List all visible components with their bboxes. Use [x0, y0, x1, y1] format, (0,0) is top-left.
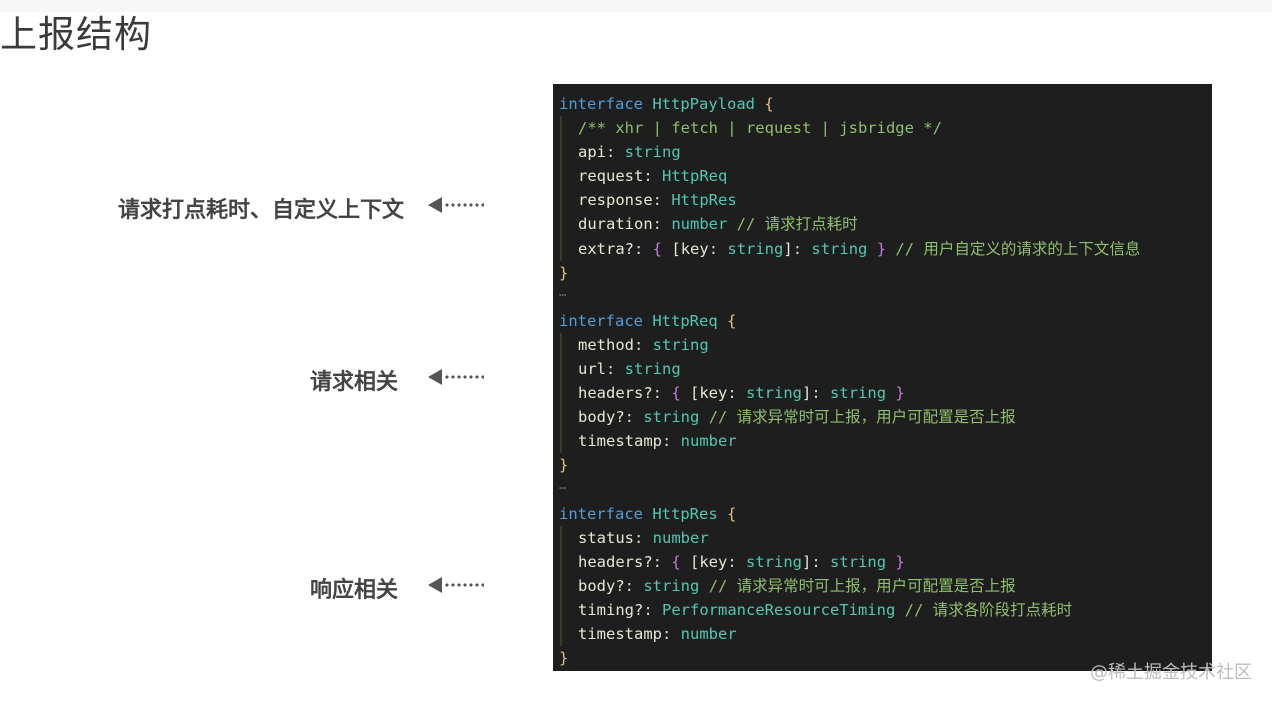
index-key: [key	[671, 239, 709, 258]
code-line: interface HttpPayload {	[559, 92, 1212, 116]
type: HttpRes	[671, 191, 737, 210]
code-line: response: HttpRes	[559, 188, 1212, 213]
type-name: HttpReq	[652, 311, 718, 330]
label-request: 请求相关	[309, 370, 398, 395]
brace: {	[727, 504, 737, 523]
doc-comment: /** xhr | fetch | request | jsbridge */	[578, 119, 942, 138]
type: HttpReq	[662, 167, 728, 186]
property: url	[578, 360, 606, 379]
type: string	[830, 384, 887, 403]
code-line: status: number	[559, 525, 1212, 550]
brace: {	[727, 311, 737, 330]
code-line: method: string	[559, 332, 1212, 358]
comment: // 用户自定义的请求的上下文信息	[895, 239, 1141, 258]
comment: // 请求打点耗时	[736, 215, 858, 234]
property: status	[578, 528, 634, 547]
property: headers?	[578, 552, 653, 571]
type-name: HttpRes	[652, 504, 718, 523]
code-line: headers?: { [key: string]: string }	[559, 381, 1212, 406]
property: body?	[578, 408, 625, 427]
property: response	[578, 191, 653, 210]
type: number	[680, 432, 737, 451]
type: number	[652, 528, 709, 547]
type: number	[671, 215, 728, 234]
watermark: @稀土掘金技术社区	[1090, 662, 1252, 683]
type: string	[624, 143, 681, 162]
brace: }	[559, 263, 569, 282]
bracket: ]	[802, 552, 812, 571]
type: string	[652, 335, 709, 354]
property: method	[578, 335, 634, 354]
keyword: interface	[559, 311, 643, 330]
property: api	[578, 143, 606, 162]
property: timestamp	[578, 625, 662, 644]
code-line: timestamp: number	[559, 429, 1212, 454]
brace: {	[652, 239, 663, 258]
code-line: headers?: { [key: string]: string }	[559, 549, 1212, 574]
code-line: timing?: PerformanceResourceTiming // 请求…	[559, 597, 1212, 623]
property: body?	[578, 576, 625, 595]
comment: // 请求异常时可上报，用户可配置是否上报	[708, 576, 1016, 595]
type: string	[643, 408, 700, 427]
arrow-left-icon	[428, 577, 486, 593]
property: extra?	[578, 239, 634, 258]
brace: }	[895, 384, 905, 403]
property: duration	[578, 215, 653, 234]
type: string	[727, 239, 784, 258]
bracket: ]	[783, 239, 793, 258]
brace: }	[559, 456, 569, 475]
code-separator: …	[559, 477, 567, 492]
brace: }	[895, 552, 905, 571]
brace: {	[671, 384, 681, 403]
code-line: request: HttpReq	[559, 164, 1212, 189]
type: string	[746, 552, 803, 571]
code-line: }	[559, 261, 1212, 285]
code-line: body?: string // 请求异常时可上报，用户可配置是否上报	[559, 573, 1212, 599]
type: string	[643, 576, 700, 595]
property: request	[578, 167, 644, 186]
brace: {	[671, 552, 681, 571]
type: string	[830, 552, 887, 571]
top-bar	[0, 0, 1272, 12]
index-key: [key	[690, 384, 728, 403]
comment: // 请求异常时可上报，用户可配置是否上报	[708, 408, 1016, 427]
code-separator: …	[559, 284, 567, 299]
code-line: }	[559, 646, 1212, 670]
property: timestamp	[578, 432, 662, 451]
type: number	[680, 625, 737, 644]
page-title: 上报结构	[0, 13, 152, 56]
comment: // 请求各阶段打点耗时	[904, 600, 1073, 619]
keyword: interface	[559, 504, 643, 523]
code-line: /** xhr | fetch | request | jsbridge */	[559, 116, 1212, 141]
code-line: body?: string // 请求异常时可上报，用户可配置是否上报	[559, 405, 1212, 430]
property: timing?	[578, 600, 644, 619]
code-line: duration: number // 请求打点耗时	[559, 212, 1212, 237]
index-key: [key	[690, 552, 728, 571]
type: PerformanceResourceTiming	[662, 600, 896, 619]
brace: }	[876, 239, 887, 258]
property: headers?	[578, 384, 653, 403]
arrow-left-icon	[428, 369, 486, 385]
type-name: HttpPayload	[652, 95, 755, 113]
type: string	[811, 239, 868, 258]
bracket: ]	[802, 384, 812, 403]
keyword: interface	[559, 95, 643, 113]
label-response: 响应相关	[309, 578, 398, 603]
code-line: url: string	[559, 357, 1212, 382]
brace: {	[764, 95, 774, 113]
code-line: extra?: { [key: string]: string } // 用户自…	[559, 236, 1212, 261]
code-line: }	[559, 453, 1212, 477]
type: string	[624, 360, 681, 379]
code-line: interface HttpReq {	[559, 309, 1212, 333]
code-line: interface HttpRes {	[559, 502, 1212, 526]
type: string	[746, 384, 803, 403]
label-payload: 请求打点耗时、自定义上下文	[117, 198, 404, 223]
arrow-left-icon	[428, 197, 486, 213]
code-block: interface HttpPayload { /** xhr | fetch …	[553, 84, 1212, 671]
code-line: timestamp: number	[559, 622, 1212, 647]
brace: }	[559, 649, 569, 668]
code-line: api: string	[559, 140, 1212, 165]
